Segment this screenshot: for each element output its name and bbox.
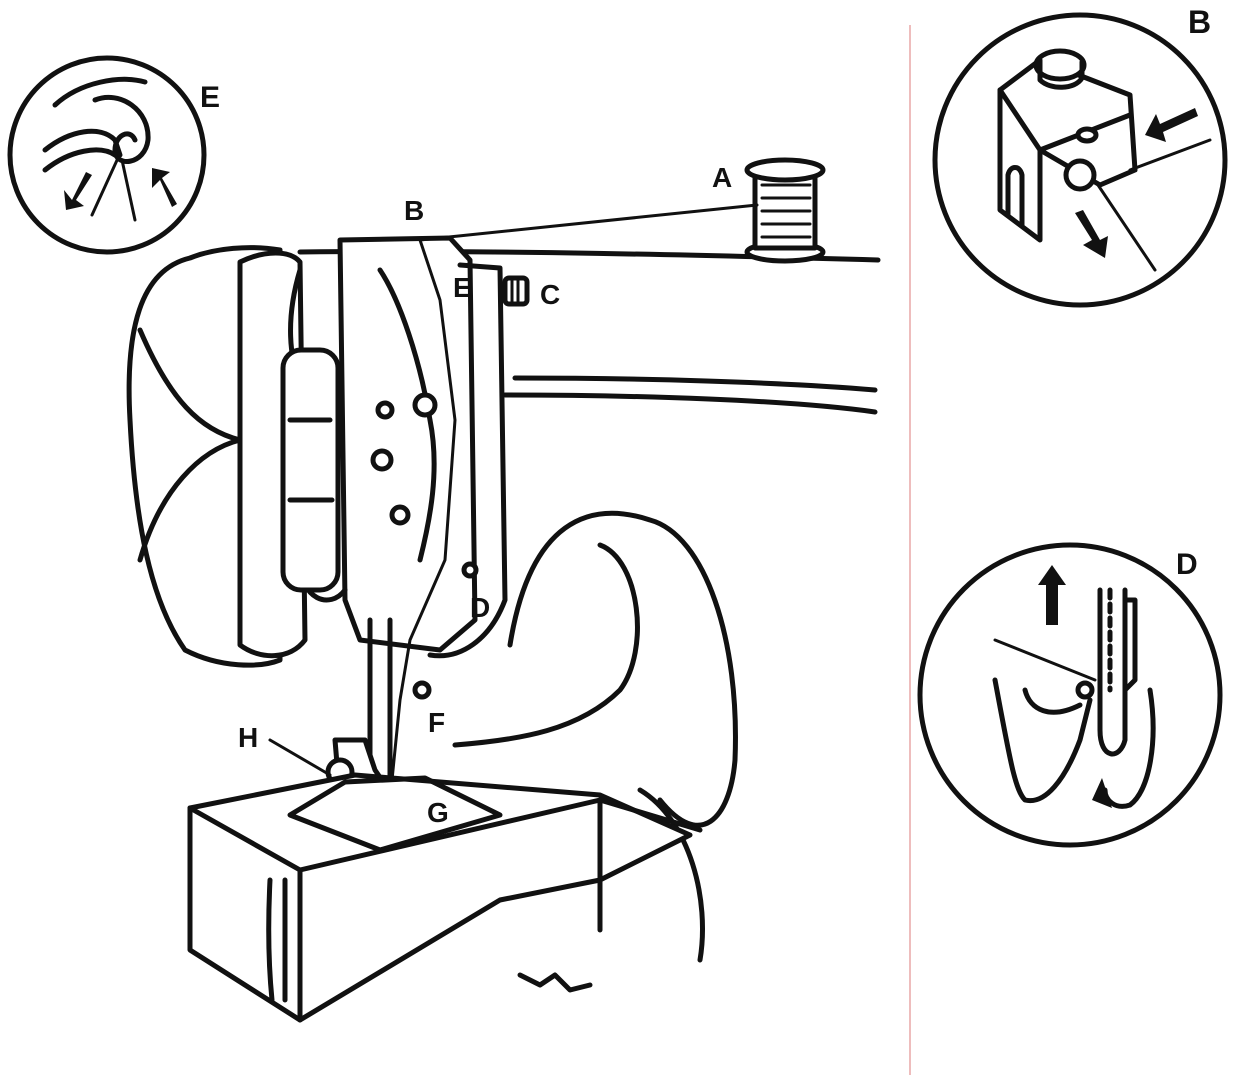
take-up-arm [427,262,508,659]
label-a: A [712,162,732,193]
label-g: G [427,797,449,828]
pillar-inner [452,542,640,748]
sewing-machine [126,157,881,1023]
label-c: C [540,279,560,310]
thread-h [268,738,332,777]
tension-body [280,347,341,593]
screw-5 [461,561,479,579]
inset-label-d: D [1176,548,1198,581]
face-cover-crease [137,327,243,563]
inset-d [917,542,1223,848]
arm-lower [502,392,878,415]
thread-path [388,203,759,802]
label-f: F [428,707,445,738]
label-h: H [238,722,258,753]
label-e: E [453,272,472,303]
needle-bar-housing [337,235,478,653]
bed-right-line [597,797,703,833]
screw-3 [412,392,438,418]
needle-plate [287,775,503,853]
knob-ridges [510,278,520,304]
pillar-back [637,787,705,963]
bed-squiggle [517,972,593,993]
inset-label-b: B [1188,4,1211,40]
bed-side-detail [266,877,288,1003]
arm-middle [512,375,878,393]
take-up-lever [377,267,437,563]
label-b: B [404,195,424,226]
screw-4 [389,504,411,526]
tension-ribs [287,417,335,503]
screw-1 [375,400,395,420]
tension-knob [502,275,530,307]
spool [744,157,826,264]
needle-clamp-screw [412,680,432,700]
inset-label-e: E [200,81,220,114]
label-d: D [470,592,490,623]
screw-2 [370,448,394,472]
inset-b [932,12,1228,308]
inset-e [7,55,207,255]
machine-pillar [507,510,738,828]
